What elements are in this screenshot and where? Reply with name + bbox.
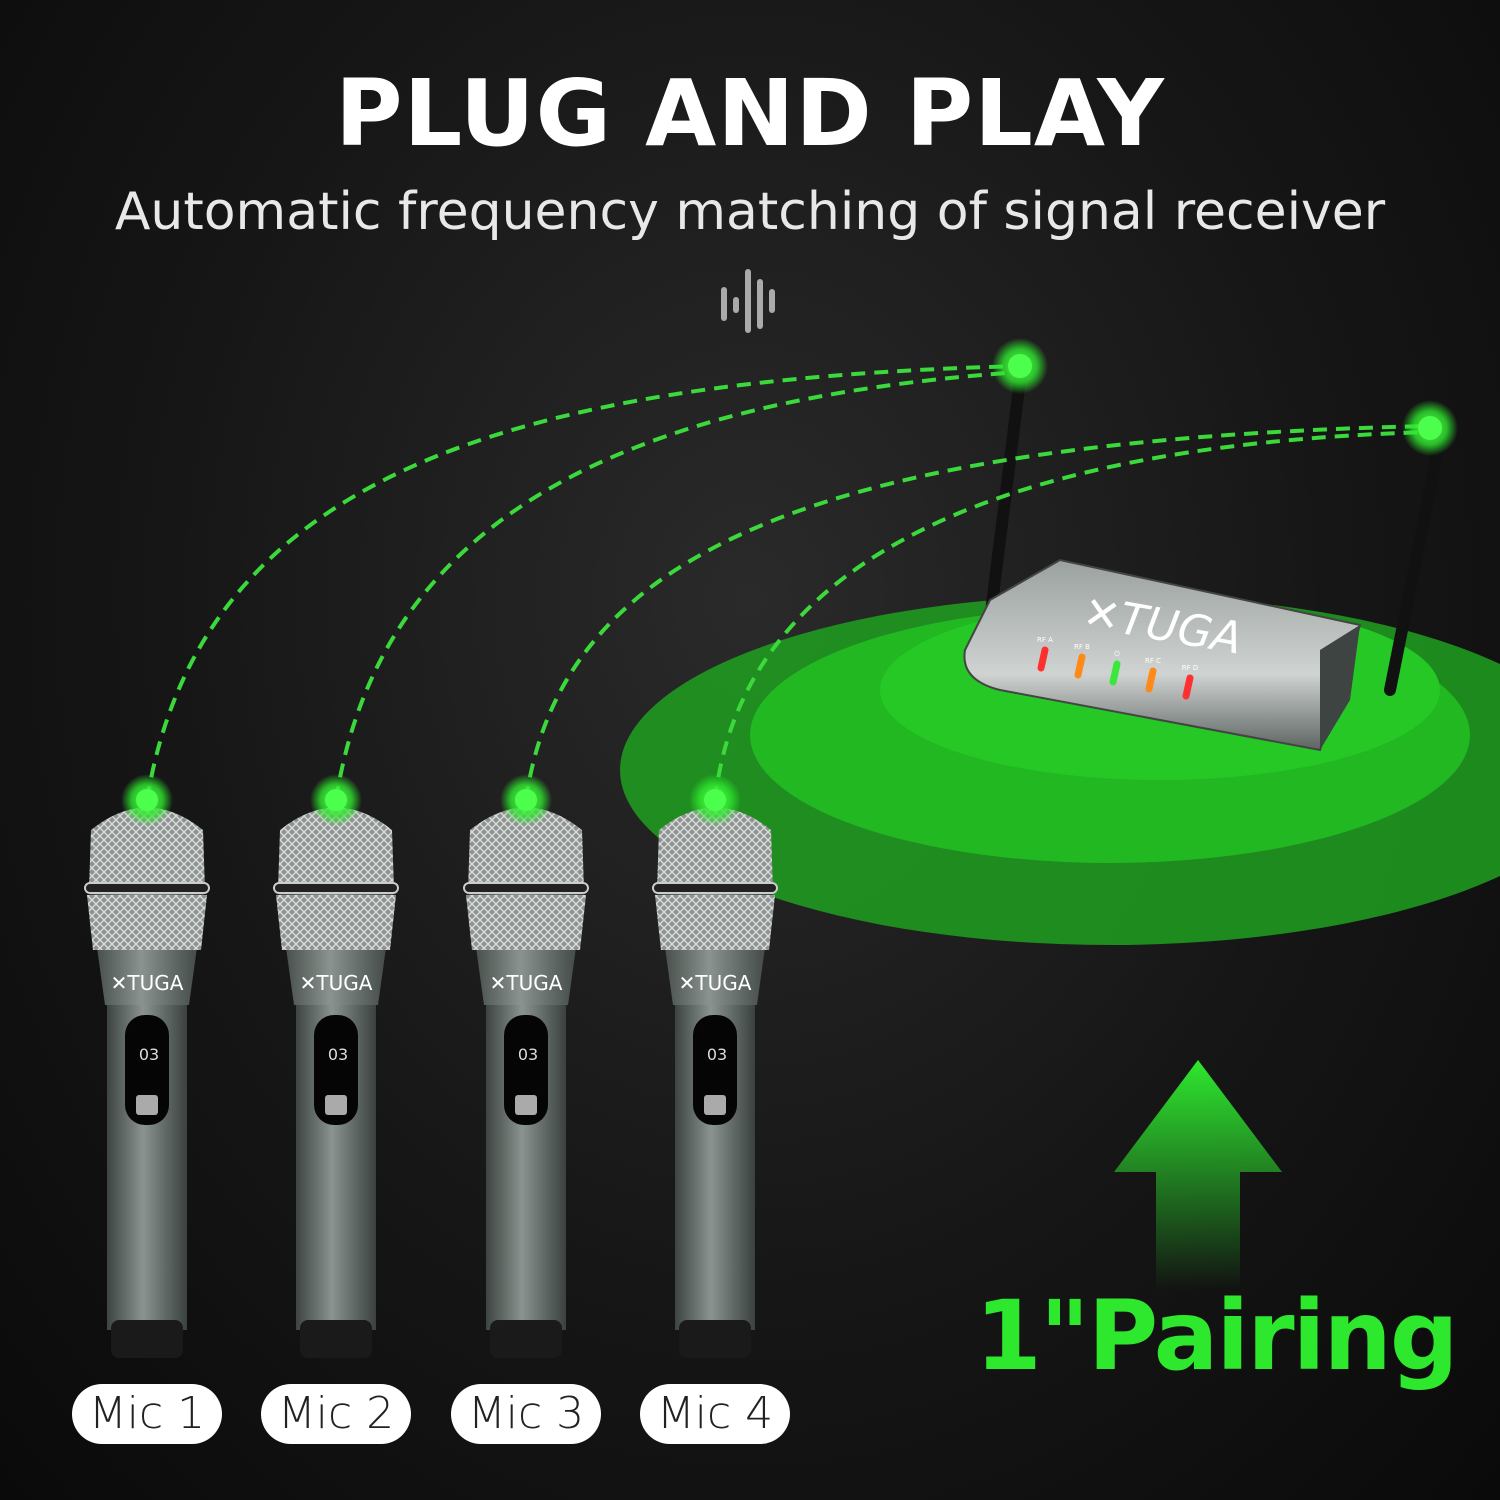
mic-power-button[interactable] <box>704 1095 726 1115</box>
antenna-left <box>984 374 1026 626</box>
signal-line-mic1 <box>145 364 1021 801</box>
mic-brand-logo: ✕TUGA <box>111 971 184 995</box>
mic-channel-display: 03 <box>707 1045 727 1064</box>
led-label: ⏻ <box>1114 650 1120 658</box>
led-label: RF C <box>1145 657 1161 665</box>
led-label: RF A <box>1037 636 1053 644</box>
mic-channel-display: 03 <box>328 1045 348 1064</box>
mic-display <box>125 1015 169 1125</box>
receiver: ✕TUGA RF ARF B⏻RF CRF D <box>963 374 1446 752</box>
mic-brand-logo: ✕TUGA <box>490 971 563 995</box>
sound-wave-icon <box>721 269 775 333</box>
signal-nodes <box>992 338 1458 456</box>
mic-brand-logo: ✕TUGA <box>300 971 373 995</box>
led-label: RF D <box>1182 664 1199 672</box>
microphone-2: ✕TUGA 03 <box>273 774 399 1358</box>
signal-lines <box>145 364 1431 801</box>
mic-power-button[interactable] <box>325 1095 347 1115</box>
page-title: PLUG AND PLAY <box>335 60 1165 167</box>
microphone-4: ✕TUGA 03 <box>652 774 778 1358</box>
signal-line-mic4 <box>713 430 1431 801</box>
mic-power-button[interactable] <box>515 1095 537 1115</box>
mic-channel-display: 03 <box>139 1045 159 1064</box>
led-label: RF B <box>1074 643 1090 651</box>
microphone-1: ✕TUGA 03 <box>84 774 210 1358</box>
antenna-right <box>1384 434 1446 696</box>
mic-label-2: Mic 2 <box>261 1384 411 1444</box>
mic-display <box>314 1015 358 1125</box>
mic-display <box>693 1015 737 1125</box>
led-indicator <box>1182 674 1194 700</box>
pairing-text: 1"Pairing <box>975 1280 1459 1392</box>
mic-channel-display: 03 <box>518 1045 538 1064</box>
microphone-3: ✕TUGA 03 <box>463 774 589 1358</box>
mic-label-3: Mic 3 <box>451 1384 601 1444</box>
signal-line-mic3 <box>524 424 1431 801</box>
subtitle: Automatic frequency matching of signal r… <box>114 182 1386 242</box>
led-indicator <box>1074 653 1086 679</box>
mic-brand-logo: ✕TUGA <box>679 971 752 995</box>
mic-label-4: Mic 4 <box>640 1384 790 1444</box>
led-indicator <box>1037 646 1049 672</box>
led-indicator <box>1109 660 1121 686</box>
up-arrow-icon <box>1114 1060 1282 1290</box>
mic-display <box>504 1015 548 1125</box>
led-indicator <box>1145 667 1157 693</box>
mic-power-button[interactable] <box>136 1095 158 1115</box>
signal-line-mic2 <box>334 370 1021 801</box>
mic-label-1: Mic 1 <box>72 1384 222 1444</box>
